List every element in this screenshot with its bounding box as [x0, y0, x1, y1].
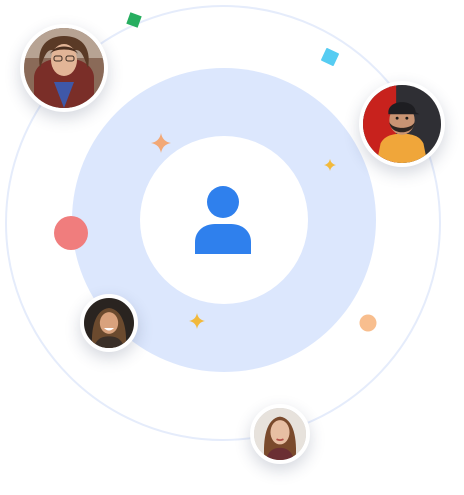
- sparkle-icon: [151, 133, 171, 153]
- red-dot-decoration: [54, 216, 88, 250]
- outer-orbit-ring: [5, 5, 441, 441]
- avatar-right[interactable]: [359, 81, 445, 167]
- sparkle-icon: [324, 159, 336, 171]
- orange-dot-decoration: [359, 314, 377, 332]
- sparkle-icon: [189, 313, 205, 329]
- user-icon: [195, 186, 251, 254]
- cyan-square-decoration: [321, 48, 339, 66]
- avatar-top-left[interactable]: [20, 24, 108, 112]
- core-circle: [140, 136, 308, 304]
- green-square-decoration: [126, 12, 142, 28]
- avatar-bottom[interactable]: [250, 404, 310, 464]
- avatar-left[interactable]: [80, 294, 138, 352]
